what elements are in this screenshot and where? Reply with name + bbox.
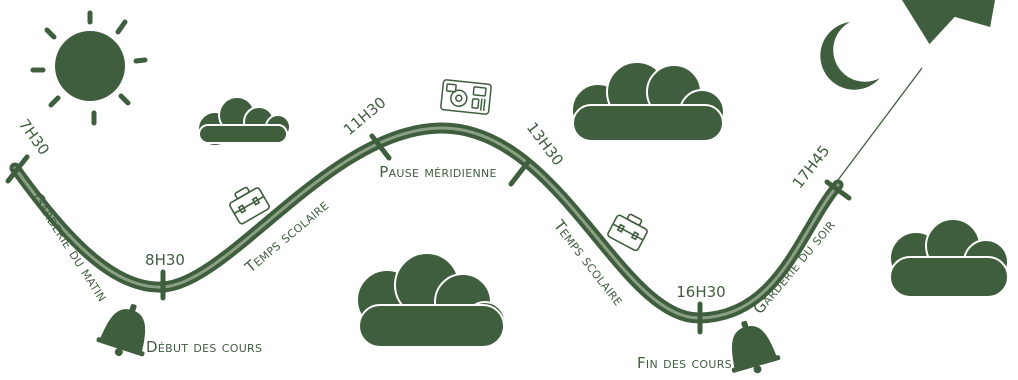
- segment-label-pause-meridienne: Pause méridienne: [379, 163, 497, 181]
- timeline-ticks: [5, 133, 852, 335]
- time-label-1130: 11H30: [340, 93, 389, 139]
- tick-1745: [824, 179, 852, 201]
- time-label-0730: 7H30: [15, 116, 53, 159]
- segment-label-garderie-matin: Garderie du matin: [28, 190, 111, 305]
- segment-label-garderie-soir: Garderie du soir: [750, 216, 839, 318]
- cloud-icon: [197, 96, 291, 147]
- cloud-icon: [356, 252, 506, 348]
- briefcase-icon: [229, 186, 270, 225]
- kite-icon: [837, 0, 995, 181]
- bell-icon: [96, 304, 146, 357]
- tick-1330: [508, 159, 531, 187]
- time-label-0830: 8H30: [145, 251, 185, 269]
- tick-0730: [5, 154, 30, 184]
- cloud-icon: [571, 61, 725, 142]
- cloud-icon: [889, 218, 1009, 298]
- moon-icon: [820, 22, 880, 90]
- event-label-debut: Début des cours: [146, 338, 262, 356]
- briefcase-icon: [607, 213, 648, 252]
- time-label-1630: 16H30: [676, 283, 725, 301]
- event-label-fin: Fin des cours: [637, 354, 732, 372]
- sun-icon: [30, 10, 148, 126]
- lunch-tray-icon: [440, 79, 492, 115]
- bell-icon: [731, 320, 781, 374]
- tick-1130: [369, 133, 392, 161]
